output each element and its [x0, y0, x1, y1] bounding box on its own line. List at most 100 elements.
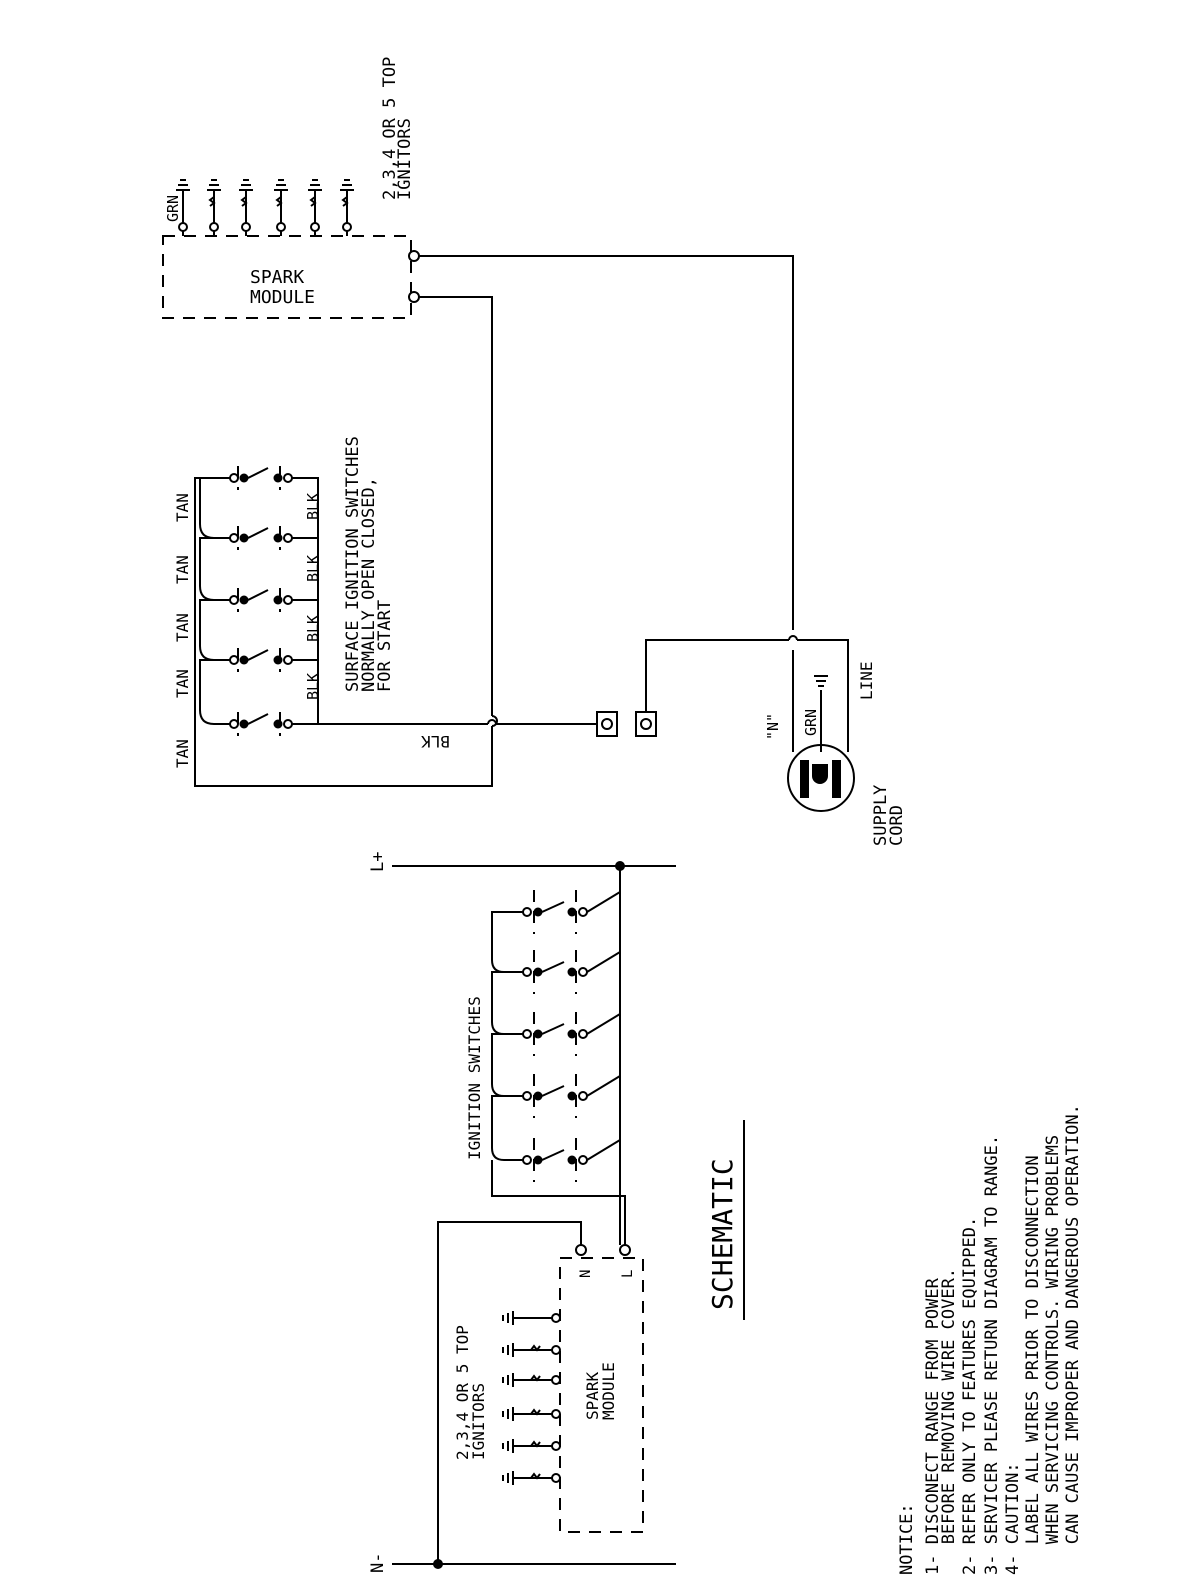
schematic-section: L+ N- IGNITION SWITCHES N L SPARK MODULE… [368, 852, 745, 1573]
top-ignitors-lower [502, 1311, 561, 1485]
schematic-n-wire [437, 1221, 582, 1564]
notice-line-3: 2- REFER ONLY TO FEATURES EQUIPPED. [960, 1217, 980, 1575]
grn-label-upper: GRN [164, 195, 182, 222]
connector-blk-pin [601, 718, 613, 730]
notice-line-2: BEFORE REMOVING WIRE COVER. [939, 1268, 959, 1575]
notice-line-1: 1- DISCONECT RANGE FROM POWER [923, 1277, 943, 1575]
supply-cord-label-1: SUPPLY [871, 785, 891, 846]
connector-n-pin [640, 718, 652, 730]
schematic-terminal-l [619, 1244, 631, 1256]
switch-in-ring-2 [229, 533, 239, 543]
low-ignitor-spark-6 [530, 1472, 541, 1480]
line-label: LINE [857, 661, 876, 700]
ignitor-terminal-2 [209, 222, 219, 232]
blk-loop-wire [194, 725, 493, 787]
sch-switch-out-ring-1 [578, 907, 588, 917]
ignitor-terminal-6 [342, 222, 352, 232]
schematic-terminal-l-label: L [620, 1270, 636, 1278]
blk-wire-label: BLK [421, 732, 450, 751]
ignitor-spark-3 [240, 196, 248, 207]
switch-in-dot-1 [239, 473, 249, 483]
notice-line-4: 3- SERVICER PLEASE RETURN DIAGRAM TO RAN… [982, 1135, 1002, 1575]
low-ignitor-terminal-3 [551, 1375, 561, 1385]
tan-label-1: TAN [173, 739, 192, 768]
sch-switch-out-dot-4 [567, 1091, 577, 1101]
surface-switches-label-3: FOR START [375, 600, 395, 692]
wire-crossover [491, 715, 498, 727]
spark-module-lower [559, 1257, 644, 1533]
schematic-ignition-switches [491, 866, 621, 1182]
wiring-section: SPARK MODULE GRN 2,3,4 OR 5 TOP IGNITORS… [162, 57, 907, 846]
sch-loop-1 [491, 911, 523, 973]
switch-in-dot-2 [239, 533, 249, 543]
schematic-terminal-n [575, 1244, 587, 1256]
spark-module-upper: SPARK MODULE [162, 235, 412, 319]
ignitor-spark-5 [309, 196, 317, 207]
sch-switch-out-dot-1 [567, 907, 577, 917]
ignitor-terminal-1 [178, 222, 188, 232]
switch-in-dot-3 [239, 595, 249, 605]
switch-blade-4 [247, 649, 269, 661]
blk-label-2: BLK [304, 615, 322, 642]
sch-switch-in-dot-4 [533, 1091, 543, 1101]
sch-switch-in-dot-2 [533, 967, 543, 977]
switch-in-dot-4 [239, 655, 249, 665]
blk-wire-crossover [487, 719, 497, 725]
switch-in-ring-3 [229, 595, 239, 605]
low-ignitor-terminal-5 [551, 1441, 561, 1451]
switch-out-ring-2 [283, 533, 293, 543]
surface-ignition-switches [194, 466, 319, 736]
tan-label-4: TAN [173, 555, 192, 584]
sch-switch-feed-4 [586, 1075, 621, 1097]
low-ignitor-terminal-4 [551, 1409, 561, 1419]
low-ignitor-terminal-2 [551, 1345, 561, 1355]
sch-switch-feed-2 [586, 951, 621, 973]
tan-label-2: TAN [173, 669, 192, 698]
schematic-return-wire [491, 1160, 626, 1245]
low-ignitor-spark-2 [530, 1344, 541, 1352]
spark-module-lower-text-2: MODULE [599, 1362, 618, 1420]
top-ignitors-label-upper-2: IGNITORS [395, 118, 415, 200]
spark-module-text-1: SPARK [250, 267, 304, 288]
sch-switch-in-ring-5 [522, 1155, 532, 1165]
ignitor-spark-4 [275, 196, 283, 207]
tan-label-5: TAN [173, 493, 192, 522]
sch-switch-feed-3 [586, 1013, 621, 1035]
sch-switch-out-ring-5 [578, 1155, 588, 1165]
switch-out-ring-1 [283, 473, 293, 483]
sch-switch-out-dot-3 [567, 1029, 577, 1039]
top-ignitors-label-lower-1: 2,3,4 OR 5 TOP [453, 1325, 472, 1460]
sch-loop-4 [491, 1095, 523, 1161]
switch-out-dot-3 [273, 595, 283, 605]
low-ignitor-spark-3 [530, 1374, 541, 1382]
supply-cord-label-2: CORD [887, 805, 907, 846]
sch-switch-blade-3 [541, 1023, 565, 1035]
low-ignitor-spark-4 [530, 1408, 541, 1416]
supply-cord [787, 650, 855, 812]
spark-module-lower-text-1: SPARK [583, 1371, 602, 1420]
switch-blade-2 [247, 527, 269, 539]
surface-switches-label-1: SURFACE IGNITION SWITCHES [343, 436, 363, 692]
low-ignitor-spark-5 [530, 1440, 541, 1448]
spark-module-box [162, 235, 412, 319]
n-minus-label: N- [368, 1553, 388, 1573]
sch-switch-blade-5 [541, 1149, 565, 1161]
neutral-wire [645, 639, 789, 712]
plug-prong-1 [800, 760, 809, 798]
sch-switch-in-ring-4 [522, 1091, 532, 1101]
spark-module-text-2: MODULE [250, 287, 315, 308]
sch-switch-in-ring-1 [522, 907, 532, 917]
sch-switch-in-dot-1 [533, 907, 543, 917]
blk-label-3: BLK [304, 555, 322, 582]
top-ignitors-label-lower-2: IGNITORS [469, 1383, 488, 1460]
neutral-wire-2 [797, 639, 849, 752]
ignitor-spark-6 [341, 196, 349, 207]
connector-n [635, 711, 657, 737]
sch-switch-out-ring-4 [578, 1091, 588, 1101]
switch-blade-1 [247, 467, 269, 479]
ignitor-terminal-5 [310, 222, 320, 232]
switch-blade-5 [247, 713, 269, 725]
tan-loop-1 [199, 477, 230, 539]
ignitor-spark-2 [208, 196, 216, 207]
